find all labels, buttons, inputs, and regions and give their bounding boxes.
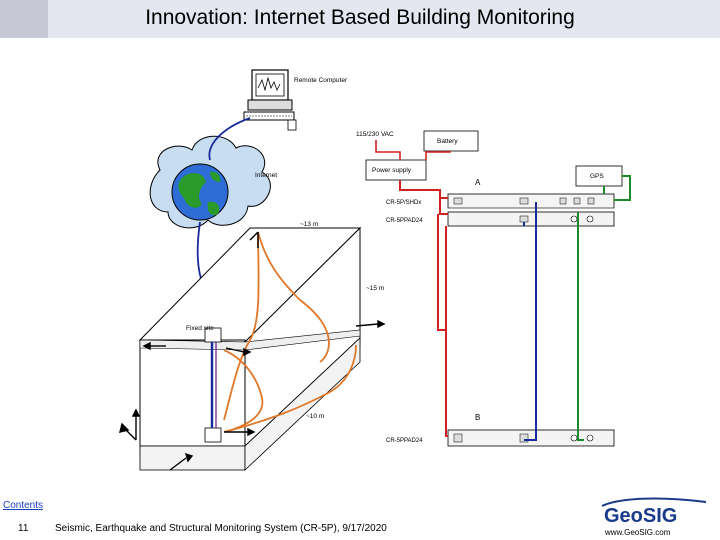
power-supply-label: Power supply: [372, 167, 412, 174]
power-input-label: 115/230 VAC: [356, 131, 394, 138]
page-title: Innovation: Internet Based Building Moni…: [145, 6, 575, 29]
battery-box: [423, 130, 479, 152]
slide-number: 11: [18, 523, 29, 534]
battery-label: Battery: [437, 138, 458, 145]
rack-a: [447, 193, 615, 227]
sensor-cables: [223, 231, 357, 433]
monitoring-diagram: Remote Computer Internet Fixed site: [119, 69, 631, 471]
depth-label: ~10 m: [306, 413, 324, 420]
gps-label: GPS: [590, 173, 604, 180]
building-shape: [138, 226, 362, 471]
contents-link[interactable]: Contents: [3, 500, 44, 511]
title-accent: [0, 0, 48, 38]
title-background: [48, 0, 720, 38]
fixed-site-label: Fixed site: [186, 325, 214, 332]
sensor-arrows: [119, 231, 386, 471]
remote-computer-icon: [243, 69, 297, 131]
height-label: ~15 m: [366, 285, 384, 292]
point-a-label: A: [475, 178, 481, 187]
rack-a-bottom-label: CR-5PPAD24: [386, 218, 423, 224]
power-supply-box: [365, 159, 427, 181]
uplink-cable: [208, 117, 251, 161]
fixed-site-box-bottom: [204, 427, 222, 443]
rack-a-top-label: CR-5P/SHDx: [386, 200, 421, 206]
remote-computer-label: Remote Computer: [294, 77, 348, 84]
globe-icon: [171, 163, 229, 221]
rack-b-label: CR-5PPAD24: [386, 438, 423, 444]
geosig-logo: GeoSIG: [601, 497, 707, 527]
width-label: ~13 m: [300, 221, 318, 228]
internet-label: Internet: [255, 172, 277, 179]
data-cable: [524, 202, 537, 441]
logo-text: GeoSIG: [604, 505, 677, 527]
gps-cable: [577, 222, 584, 441]
point-b-label: B: [475, 413, 480, 422]
footer-caption: Seismic, Earthquake and Structural Monit…: [55, 523, 387, 534]
rack-b: [447, 429, 615, 447]
power-cable: [437, 214, 446, 331]
title-bar: Innovation: Internet Based Building Moni…: [0, 0, 720, 38]
website-url: www.GeoSIG.com: [605, 528, 671, 537]
